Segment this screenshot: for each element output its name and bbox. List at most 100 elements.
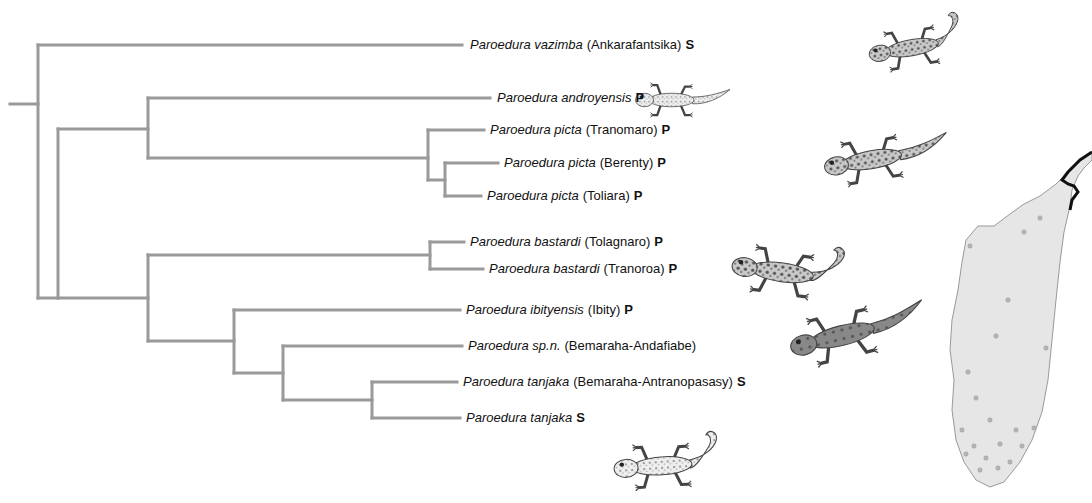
locality-dot bbox=[974, 396, 978, 400]
taxon-label: Paroedura picta (Toliara) P bbox=[487, 188, 642, 204]
branch bbox=[10, 103, 38, 106]
branch bbox=[148, 97, 490, 100]
species-name: Paroedura bastardi bbox=[470, 234, 581, 249]
branch bbox=[58, 297, 148, 300]
status-letter: P bbox=[662, 122, 671, 137]
taxon-label: Paroedura sp.n. (Bemaraha-Andafiabe) bbox=[468, 338, 696, 354]
branch bbox=[147, 255, 150, 341]
locality-dot bbox=[1006, 298, 1010, 302]
status-letter: S bbox=[737, 374, 746, 389]
locality-dot bbox=[1044, 346, 1048, 350]
branch bbox=[148, 340, 234, 343]
taxon-label: Paroedura picta (Berenty) P bbox=[504, 155, 666, 171]
branch bbox=[428, 129, 484, 132]
gecko-drawing bbox=[612, 431, 720, 492]
locality-dot bbox=[968, 244, 972, 248]
branch bbox=[38, 297, 58, 300]
branch bbox=[233, 310, 236, 373]
species-name: Paroedura tanjaka bbox=[463, 374, 569, 389]
locality-name: (Toliara) bbox=[583, 188, 630, 203]
locality-name: (Ankarafantsika) bbox=[587, 37, 682, 52]
branch bbox=[147, 98, 150, 158]
island-outline bbox=[950, 152, 1092, 487]
locality-name: (Tolagnaro) bbox=[585, 234, 651, 249]
taxon-label: Paroedura bastardi (Tolagnaro)P bbox=[470, 234, 663, 250]
species-name: Paroedura ibityensis bbox=[466, 302, 584, 317]
branch bbox=[430, 268, 483, 271]
branch bbox=[430, 241, 464, 244]
gecko-drawing bbox=[821, 123, 953, 190]
branch bbox=[58, 128, 148, 131]
status-letter: P bbox=[624, 302, 633, 317]
species-name: Paroedura tanjaka bbox=[466, 410, 572, 425]
branch bbox=[148, 157, 428, 160]
locality-dot bbox=[984, 456, 988, 460]
branch bbox=[427, 130, 430, 180]
locality-dot bbox=[972, 444, 976, 448]
branch bbox=[372, 417, 460, 420]
branch bbox=[445, 195, 481, 198]
status-letter: S bbox=[685, 37, 694, 52]
locality-dot bbox=[960, 428, 964, 432]
taxon-label: Paroedura androyensis P bbox=[497, 90, 644, 106]
madagascar-map bbox=[950, 152, 1092, 487]
locality-dot bbox=[966, 370, 970, 374]
locality-dot bbox=[1032, 426, 1036, 430]
branch bbox=[234, 309, 460, 312]
branch bbox=[38, 44, 462, 47]
taxon-label: Paroedura ibityensis (Ibity)P bbox=[466, 302, 633, 318]
branch bbox=[372, 381, 457, 384]
locality-name: (Bemaraha-Andafiabe) bbox=[565, 338, 697, 353]
species-name: Paroedura androyensis bbox=[497, 90, 631, 105]
taxon-label: Paroedura vazimba (Ankarafantsika)S bbox=[470, 37, 694, 53]
gecko-drawing bbox=[636, 83, 731, 118]
species-name: Paroedura vazimba bbox=[470, 37, 583, 52]
branch bbox=[234, 372, 283, 375]
locality-dot bbox=[964, 452, 968, 456]
branch bbox=[428, 179, 445, 182]
locality-dot bbox=[1038, 216, 1042, 220]
species-name: Paroedura picta bbox=[487, 188, 579, 203]
status-letter: P bbox=[635, 90, 644, 105]
phylogeny-branches bbox=[10, 45, 498, 418]
species-name: Paroedura picta bbox=[504, 155, 596, 170]
locality-dot bbox=[978, 468, 982, 472]
taxon-label: Paroedura picta (Tranomaro) P bbox=[490, 122, 670, 138]
branch bbox=[37, 45, 40, 298]
locality-dot bbox=[1020, 444, 1024, 448]
taxon-label: Paroedura bastardi (Tranoroa) P bbox=[489, 261, 677, 277]
locality-name: (Tranoroa) bbox=[604, 261, 665, 276]
locality-dot bbox=[1008, 460, 1012, 464]
branch bbox=[148, 254, 430, 257]
coast-highlight bbox=[1062, 152, 1092, 210]
locality-name: (Ibity) bbox=[588, 302, 621, 317]
status-letter: S bbox=[576, 410, 585, 425]
status-letter: P bbox=[634, 188, 643, 203]
locality-name: (Berenty) bbox=[600, 155, 653, 170]
locality-dot bbox=[1022, 230, 1026, 234]
branch bbox=[429, 242, 432, 269]
species-name: Paroedura bastardi bbox=[489, 261, 600, 276]
branch bbox=[57, 129, 60, 298]
branch bbox=[283, 399, 372, 402]
status-letter: P bbox=[657, 155, 666, 170]
gecko-drawing bbox=[864, 12, 965, 76]
gecko-drawing bbox=[729, 233, 845, 304]
species-name: Paroedura picta bbox=[490, 122, 582, 137]
locality-dot bbox=[994, 334, 998, 338]
locality-dots bbox=[960, 216, 1048, 472]
status-letter: P bbox=[669, 261, 678, 276]
branch bbox=[445, 162, 498, 165]
gecko-drawing bbox=[785, 290, 932, 373]
gecko-illustrations bbox=[612, 12, 965, 493]
status-letter: P bbox=[654, 234, 663, 249]
branch bbox=[444, 163, 447, 196]
locality-name: (Tranomaro) bbox=[586, 122, 658, 137]
taxon-label: Paroedura tanjaka(Bemaraha-Antranopasasy… bbox=[463, 374, 746, 390]
taxon-label: Paroedura tanjaka S bbox=[466, 410, 585, 426]
branch bbox=[282, 346, 285, 400]
branch bbox=[371, 382, 374, 418]
species-name: Paroedura sp.n. bbox=[468, 338, 561, 353]
locality-dot bbox=[996, 466, 1000, 470]
